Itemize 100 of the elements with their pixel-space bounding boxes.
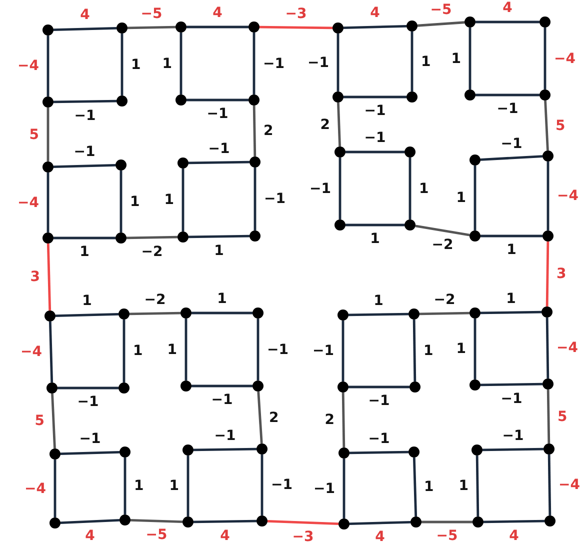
vertex-dot [470, 154, 480, 166]
graph-edge [184, 318, 188, 380]
vertex-dot [42, 232, 54, 244]
vertex-dot [334, 146, 346, 158]
graph-edge [53, 164, 116, 168]
vertex-dot [464, 16, 476, 28]
graph-edge [257, 391, 263, 444]
graph-edge [342, 320, 344, 382]
graph-edge [476, 20, 540, 24]
graph-edge [338, 158, 342, 220]
vertex-dot [472, 516, 484, 528]
graph-edge [188, 234, 250, 238]
vertex-dot [338, 310, 348, 320]
vertex-dot [542, 378, 554, 390]
vertex-dot [250, 156, 260, 168]
vertex-dot [540, 16, 550, 28]
vertex-dot [50, 448, 60, 460]
graph-edge [410, 32, 414, 92]
graph-edge [482, 448, 544, 452]
vertex-dot [182, 444, 194, 456]
vertex-dot [42, 24, 54, 36]
graph-edge [46, 108, 50, 162]
graph-edge [126, 236, 178, 240]
edge-label: −3 [284, 6, 308, 22]
vertex-dot [116, 22, 128, 34]
graph-edge [474, 318, 476, 380]
vertex-dot [44, 310, 56, 322]
graph-edge [193, 448, 257, 452]
vertex-dot [332, 22, 344, 34]
graph-edge [193, 520, 257, 524]
vertex-dot [542, 150, 554, 162]
vertex-dot [46, 382, 58, 394]
graph-edge [343, 24, 407, 30]
graph-edge [476, 455, 480, 517]
graph-edge [46, 172, 50, 232]
graph-edge [342, 392, 346, 448]
vertex-dot [470, 308, 480, 318]
graph-edge [349, 450, 409, 454]
vertex-dot [256, 516, 268, 526]
graph-edge [412, 319, 416, 382]
graph-edge [186, 26, 248, 28]
graph-edge [54, 236, 116, 240]
graph-edge [120, 170, 122, 232]
vertex-dot [470, 230, 480, 242]
graph-edge [422, 520, 472, 524]
vertex-dot [464, 90, 476, 100]
graph-edge [259, 26, 333, 30]
graph-edge [192, 384, 252, 388]
graph-edge [544, 100, 549, 151]
graph-edge [252, 105, 256, 157]
vertex-dot [544, 516, 556, 526]
graph-edge [548, 454, 552, 516]
vertex-dot [50, 518, 60, 528]
graph-edge [120, 34, 124, 96]
graph-edge [337, 102, 341, 147]
graph-edge [480, 155, 543, 161]
graph-edge [408, 158, 412, 220]
vertex-dot [542, 306, 552, 318]
vertex-dot [42, 162, 54, 172]
graph-edge [260, 454, 264, 516]
vertex-dot [118, 308, 130, 320]
graph-edge [60, 519, 120, 524]
graph-edge [480, 234, 542, 238]
graph-edge [48, 321, 54, 383]
vertex-dot [338, 382, 348, 392]
vertex-dot [176, 94, 186, 106]
graph-edge [348, 312, 409, 316]
graph-edge [419, 312, 470, 316]
graph-edge [349, 520, 411, 526]
graph-edge [468, 28, 472, 90]
vertex-dot [250, 230, 260, 242]
vertex-dot [248, 94, 260, 106]
graph-edge [546, 317, 550, 379]
graph-edge [53, 26, 117, 32]
graph-edge [412, 457, 418, 517]
graph-edge [129, 312, 181, 316]
graph-edge [46, 36, 50, 96]
graph-edge [546, 389, 550, 444]
vertex-dot [180, 380, 192, 392]
graph-edge [51, 393, 56, 449]
vertex-dot [542, 230, 554, 242]
graph-edge [348, 386, 410, 388]
graph-edge [130, 518, 183, 524]
graph-edge [480, 382, 543, 386]
graph-edge [267, 520, 339, 525]
vertex-dot [470, 380, 480, 390]
vertex-dot [180, 308, 192, 318]
graph-edge [474, 166, 476, 230]
vertex-dot [182, 516, 194, 528]
graph-edge [124, 458, 126, 514]
graph-edge [53, 100, 117, 104]
vertex-dot [176, 22, 186, 32]
vertex-dot [408, 308, 420, 320]
graph-edge [415, 224, 470, 236]
graph-edge [54, 460, 56, 518]
edge-label: 5 [554, 118, 566, 134]
graph-edge [546, 241, 550, 307]
vertex-dot [42, 96, 54, 108]
vertex-dot [410, 382, 420, 392]
graph-edge [346, 224, 404, 226]
